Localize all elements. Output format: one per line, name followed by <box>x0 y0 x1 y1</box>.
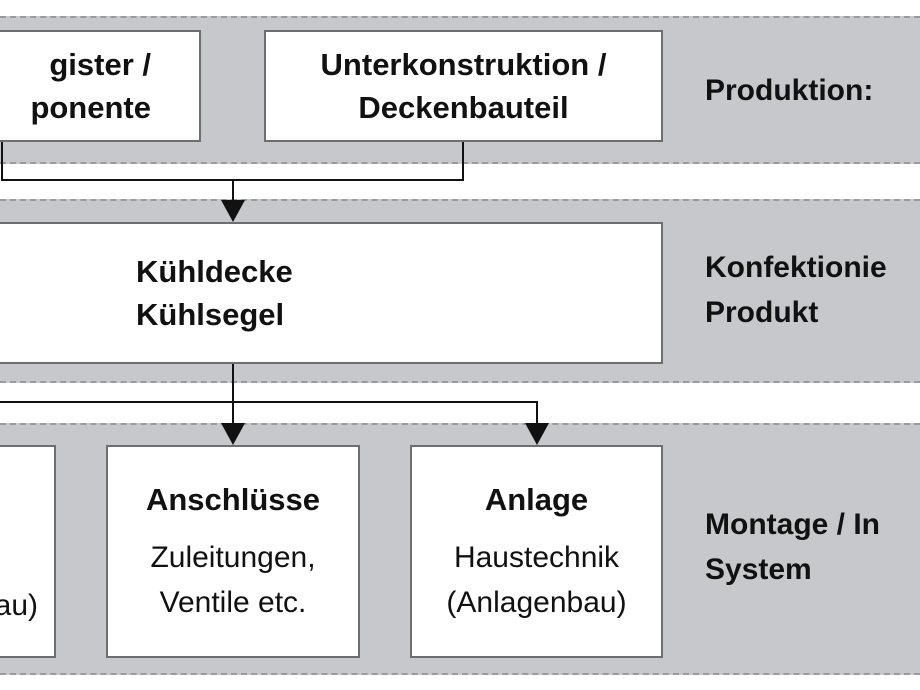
box-line: gister / <box>49 47 151 82</box>
level-label-konfektion: Konfektionie Produkt <box>705 245 917 335</box>
box-title: Anschlüsse <box>145 482 320 517</box>
box-line: Unterkonstruktion / <box>320 47 607 82</box>
label-line: Produkt <box>705 296 819 329</box>
box-line: Ventile etc. <box>159 586 307 619</box>
arrow-head <box>525 423 549 445</box>
box-register-komponente: gister / ponente <box>0 30 201 142</box>
box-anlage: Anlage Haustechnik (Anlagenbau) <box>410 445 663 658</box>
label-line: Montage / In <box>705 508 880 541</box>
box-line: au) <box>0 589 38 622</box>
box-kuehldecke: Kühldecke Kühlsegel <box>0 222 663 364</box>
connector-top <box>1 141 464 181</box>
box-line: Haustechnik <box>453 541 620 574</box>
arrow-head <box>221 423 245 445</box>
box-line: Zuleitungen, <box>150 541 316 574</box>
label-line: Konfektionie <box>705 251 887 284</box>
box-left-bottom: au) <box>0 445 56 658</box>
box-line: Kühlsegel <box>136 297 285 332</box>
arrow-head <box>221 200 245 222</box>
box-line: Deckenbauteil <box>358 90 569 125</box>
box-anschluesse: Anschlüsse Zuleitungen, Ventile etc. <box>106 445 360 658</box>
box-line: (Anlagenbau) <box>446 586 627 619</box>
box-unterkonstruktion: Unterkonstruktion / Deckenbauteil <box>264 30 663 142</box>
level-label-produktion: Produktion: <box>705 74 874 107</box>
label-line: System <box>705 553 812 586</box>
connector-branch <box>0 401 538 432</box>
box-line: ponente <box>30 90 151 125</box>
box-line: Kühldecke <box>136 254 293 289</box>
level-label-montage: Montage / In System <box>705 502 917 592</box>
box-title: Anlage <box>484 482 589 517</box>
